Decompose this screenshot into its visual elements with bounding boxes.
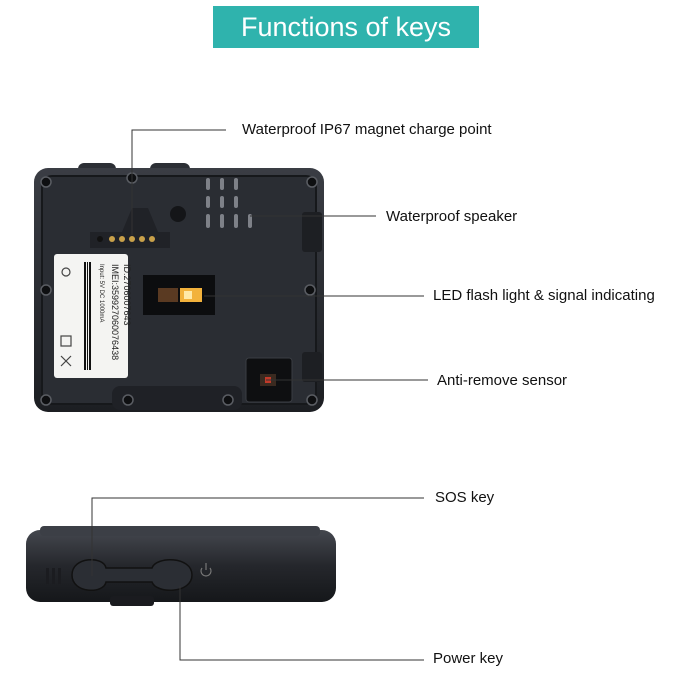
page-title: Functions of keys (213, 6, 479, 48)
label-led: LED flash light & signal indicating (433, 287, 655, 304)
charge-point-icon (90, 208, 170, 248)
sticker-input-text: Input: 5V DC 1000mA (98, 264, 104, 322)
power-symbol-icon (200, 563, 212, 577)
sticker-imei-text: IMEI:359927060076438 (110, 264, 120, 360)
leader-lines (91, 129, 428, 661)
sticker-id-text: ID:2706007643 (122, 264, 132, 326)
label-sos: SOS key (435, 489, 495, 506)
label-power: Power key (433, 650, 504, 667)
label-charge-point: Waterproof IP67 magnet charge point (242, 121, 492, 138)
label-sensor: Anti-remove sensor (437, 372, 568, 389)
device-side-view (26, 526, 336, 606)
device-sticker: ID:2706007643 IMEI:359927060076438 Input… (54, 254, 132, 378)
speaker-grille-icon (206, 178, 252, 228)
device-back-view: ID:2706007643 IMEI:359927060076438 Input… (34, 163, 324, 412)
label-speaker: Waterproof speaker (386, 208, 518, 225)
led-window-icon (143, 275, 215, 315)
sos-key-icon (71, 558, 193, 592)
